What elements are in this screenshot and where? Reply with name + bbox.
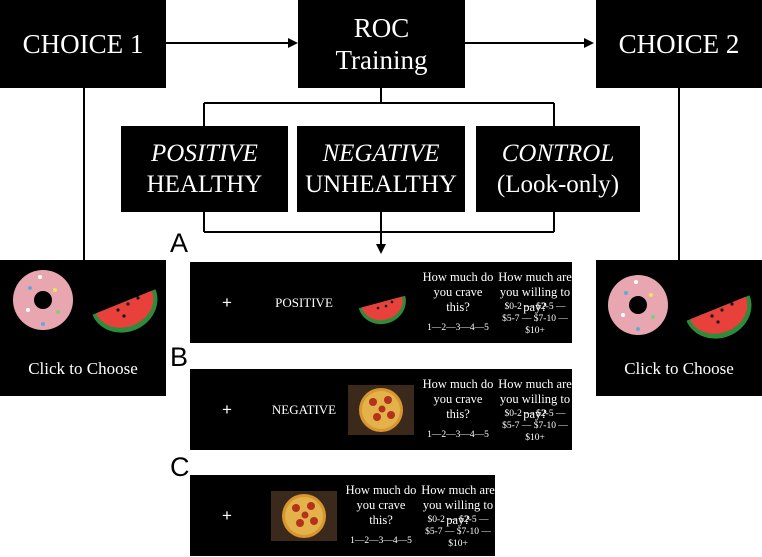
- crave-question-screen: How much do you crave this? 1—2—3—4—5: [421, 262, 495, 343]
- trial-sequence-b: + NEGATIVE How much do you crave this? 1…: [190, 369, 572, 450]
- pay-scale: $0-2 — $2-5 — $5-7 — $7-10 — $10+: [502, 409, 568, 443]
- crave-scale: 1—2—3—4—5: [427, 430, 489, 440]
- choice2-box: CHOICE 2: [596, 0, 762, 88]
- pay-question: How much are you willing to pay?: [421, 483, 495, 527]
- condition-label: CONTROL: [501, 140, 615, 167]
- crave-question: How much do you crave this?: [422, 377, 494, 421]
- food-image-screen: [267, 475, 341, 556]
- pay-question-screen: How much are you willing to pay? $0-2 — …: [498, 369, 572, 450]
- choice2-title: CHOICE 2: [618, 29, 740, 59]
- panel-label-c: C: [170, 452, 190, 482]
- pay-scale: $0-2 — $2-5 — $5-7 — $7-10 — $10+: [425, 515, 491, 549]
- trial-sequence-a: + POSITIVE How much do you crave this? 1…: [190, 262, 572, 343]
- donut-image: [608, 275, 668, 335]
- choice2-screen: Click to Choose: [596, 260, 762, 396]
- condition-sublabel: (Look-only): [496, 171, 620, 198]
- roc-title-line1: ROC: [353, 13, 410, 43]
- trial-sequence-c: + How much do you crave this? 1—2—3—4—5 …: [190, 475, 495, 556]
- pizza-image: [271, 491, 337, 541]
- choice1-caption: Click to Choose: [28, 359, 138, 378]
- watermelon-image: [92, 289, 158, 333]
- crave-question: How much do you crave this?: [345, 483, 417, 527]
- fixation-screen: +: [190, 369, 264, 450]
- pay-question: How much are you willing to pay?: [498, 270, 572, 314]
- roc-title-line2: Training: [335, 45, 428, 75]
- fixation-screen: +: [190, 475, 264, 556]
- condition-label: POSITIVE: [151, 140, 258, 167]
- cue-screen: POSITIVE: [267, 262, 341, 343]
- condition-positive-box: POSITIVE HEALTHY: [121, 126, 288, 212]
- pay-scale: $0-2 — $2-5 — $5-7 — $7-10 — $10+: [502, 302, 568, 336]
- pay-question-screen: How much are you willing to pay? $0-2 — …: [498, 262, 572, 343]
- food-image-screen: [344, 262, 418, 343]
- food-image-screen: [344, 369, 418, 450]
- pay-question: How much are you willing to pay?: [498, 377, 572, 421]
- pay-question-screen: How much are you willing to pay? $0-2 — …: [421, 475, 495, 556]
- choice1-title: CHOICE 1: [22, 29, 144, 59]
- crave-question-screen: How much do you crave this? 1—2—3—4—5: [421, 369, 495, 450]
- crave-question-screen: How much do you crave this? 1—2—3—4—5: [344, 475, 418, 556]
- fixation-screen: +: [190, 262, 264, 343]
- panel-label-b: B: [170, 342, 189, 372]
- roc-training-box: ROC Training: [298, 0, 465, 88]
- condition-label: NEGATIVE: [322, 140, 440, 167]
- cue-screen: NEGATIVE: [267, 369, 341, 450]
- condition-sublabel: UNHEALTHY: [305, 171, 457, 198]
- crave-scale: 1—2—3—4—5: [427, 323, 489, 333]
- pizza-image: [348, 385, 414, 435]
- donut-image: [13, 270, 73, 330]
- panel-label-a: A: [170, 228, 189, 258]
- condition-sublabel: HEALTHY: [146, 171, 263, 198]
- choice1-screen: Click to Choose: [0, 260, 166, 396]
- condition-negative-box: NEGATIVE UNHEALTHY: [297, 126, 465, 212]
- condition-control-box: CONTROL (Look-only): [476, 126, 640, 212]
- choice1-box: CHOICE 1: [0, 0, 166, 88]
- crave-scale: 1—2—3—4—5: [350, 536, 412, 546]
- watermelon-image: [686, 295, 752, 339]
- choice2-caption: Click to Choose: [624, 359, 734, 378]
- watermelon-image: [358, 295, 406, 325]
- crave-question: How much do you crave this?: [422, 270, 494, 314]
